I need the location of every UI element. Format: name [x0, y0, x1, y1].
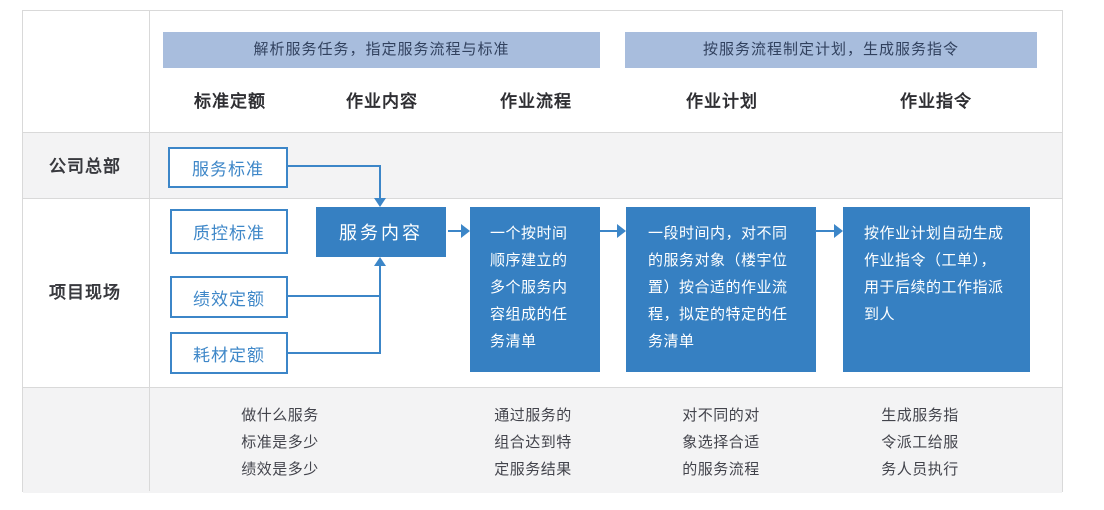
footnote-work-plan: 对不同的对 象选择合适 的服务流程: [682, 407, 760, 478]
footnote-standard-quota: 做什么服务 标准是多少 绩效是多少: [241, 407, 319, 478]
arrow-right-icon: [834, 224, 843, 238]
box-quality-standard: 质控标准: [170, 209, 288, 254]
column-header-standard-quota: 标准定额: [194, 92, 266, 111]
phase-banner-make-plan: 按服务流程制定计划，生成服务指令: [625, 32, 1037, 68]
connector-consumable-quota-h: [288, 352, 379, 354]
box-service-standard: 服务标准: [168, 147, 288, 188]
column-header-work-plan: 作业计划: [686, 92, 758, 111]
header-row-background: [23, 11, 1062, 132]
phase-banner-parse-tasks: 解析服务任务，指定服务流程与标准: [163, 32, 600, 68]
column-header-work-order: 作业指令: [900, 92, 972, 111]
box-service-content: 服务内容: [316, 207, 446, 257]
arrow-right-icon: [461, 224, 470, 238]
box-performance-quota: 绩效定额: [170, 276, 288, 318]
connector-service-standard-h: [288, 165, 381, 167]
arrow-down-icon: [374, 198, 386, 207]
row-label-headquarters: 公司总部: [49, 157, 121, 176]
box-task-list-detail: 一个按时间顺序建立的多个服务内容组成的任务清单: [470, 207, 600, 372]
arrow-up-icon: [374, 257, 386, 266]
row-label-project-site: 项目现场: [49, 283, 121, 302]
column-header-work-process: 作业流程: [500, 92, 572, 111]
connector-service-standard-v: [379, 165, 381, 198]
arrow-right-icon: [617, 224, 626, 238]
connector-performance-quota-h: [288, 295, 379, 297]
label-column-divider: [149, 11, 150, 491]
footnote-work-process: 通过服务的 组合达到特 定服务结果: [494, 407, 572, 478]
flow-arrow-3-stem: [815, 230, 834, 232]
flow-arrow-1-stem: [448, 230, 461, 232]
connector-quota-merge-v: [379, 266, 381, 354]
footnote-work-order: 生成服务指 令派工给服 务人员执行: [881, 407, 959, 478]
box-consumable-quota: 耗材定额: [170, 332, 288, 374]
box-order-detail: 按作业计划自动生成作业指令（工单），用于后续的工作指派到人: [843, 207, 1030, 372]
column-header-work-content: 作业内容: [346, 92, 418, 111]
footnote-row-background: [23, 387, 1062, 493]
box-plan-detail: 一段时间内，对不同的服务对象（楼宇位置）按合适的作业流程，拟定的特定的任务清单: [626, 207, 816, 372]
flow-arrow-2-stem: [600, 230, 617, 232]
